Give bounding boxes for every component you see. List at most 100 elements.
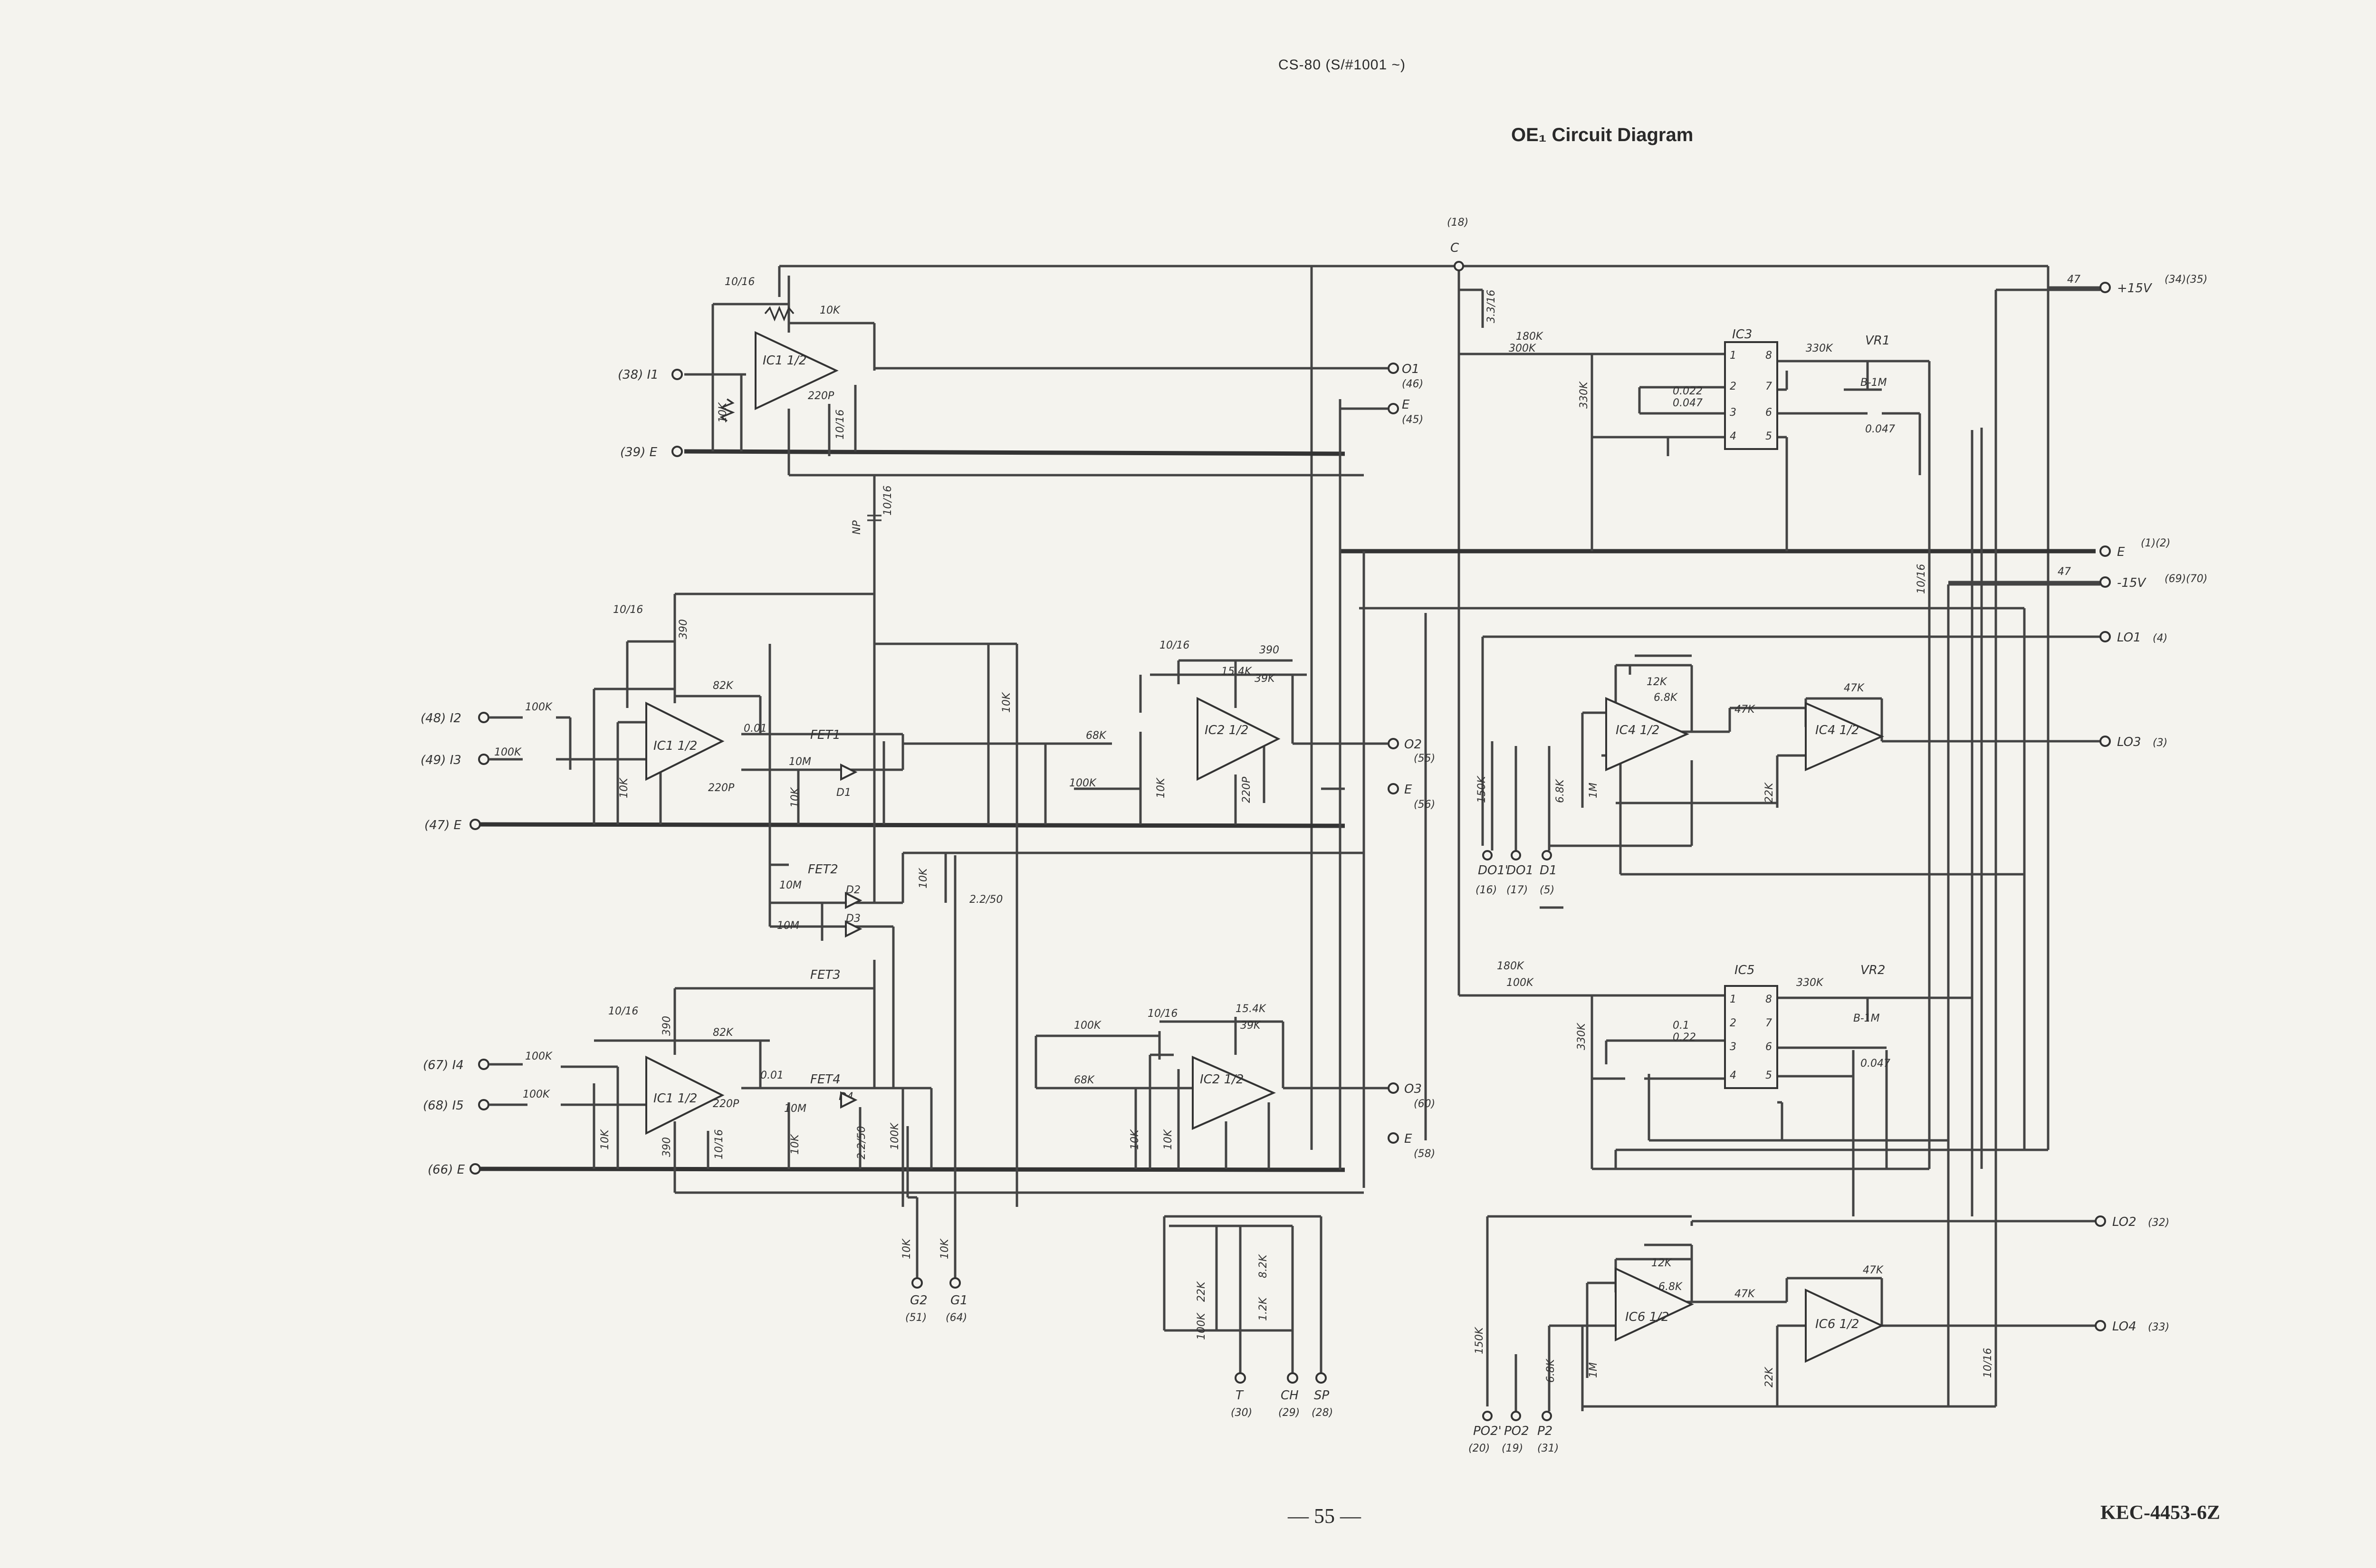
- svg-text:390: 390: [1259, 644, 1279, 656]
- svg-text:10K: 10K: [939, 1238, 951, 1259]
- stage-ic2-low: IC2 1/2 100K 68K 15.4K 39K 10/16 10K 10K…: [1035, 1003, 1388, 1378]
- diode-d3: [845, 920, 862, 938]
- ic2-opamp-low: [1192, 1055, 1276, 1130]
- stage-ic1-top: IC1 1/2 10K 10K 10/16 220P 10/16 NP 10/1…: [684, 276, 1388, 644]
- terminal-do1: DO1: [1506, 863, 1533, 878]
- svg-text:10K: 10K: [789, 787, 801, 808]
- terminal-p2: P2: [1537, 1424, 1552, 1438]
- svg-text:1: 1: [1730, 350, 1736, 362]
- svg-text:(30): (30): [1231, 1407, 1252, 1419]
- output-e56: E: [1404, 783, 1412, 797]
- ic6-block: IC6 1/2 IC6 1/2 12K 6.8K 47K 47K 22K 6.8…: [1468, 1215, 2096, 1454]
- svg-text:180K: 180K: [1497, 960, 1524, 972]
- svg-text:5: 5: [1765, 430, 1772, 442]
- svg-text:(1)(2): (1)(2): [2141, 537, 2170, 549]
- diagram-title: OE₁ Circuit Diagram: [1511, 124, 1694, 145]
- input-i5: (68) I5: [423, 1099, 464, 1113]
- svg-text:390: 390: [678, 619, 690, 639]
- ic3-chip: [1724, 341, 1778, 450]
- ic6-opamp-b: [1805, 1288, 1884, 1363]
- svg-text:(17): (17): [1506, 884, 1528, 896]
- svg-text:100K: 100K: [1069, 777, 1097, 789]
- svg-text:150K: 150K: [1476, 775, 1488, 803]
- svg-text:(5): (5): [1540, 884, 1554, 896]
- fet4-label: FET4: [810, 1072, 841, 1087]
- svg-text:10K: 10K: [1001, 692, 1013, 713]
- svg-text:(29): (29): [1278, 1407, 1300, 1419]
- svg-text:IC6 1/2: IC6 1/2: [1625, 1310, 1669, 1324]
- vertical-bus-lines: [1614, 428, 2048, 1216]
- svg-text:10/16: 10/16: [608, 1005, 638, 1017]
- svg-text:100K: 100K: [1196, 1312, 1207, 1340]
- svg-text:0.047: 0.047: [1865, 423, 1895, 435]
- terminal-g1: G1: [950, 1293, 968, 1308]
- svg-text:IC2 1/2: IC2 1/2: [1200, 1072, 1244, 1087]
- svg-text:12K: 12K: [1651, 1257, 1672, 1269]
- svg-text:4: 4: [1730, 1070, 1736, 1081]
- svg-text:82K: 82K: [713, 1027, 734, 1039]
- ic5-chip: [1724, 985, 1778, 1089]
- ic4-block: IC4 1/2 IC4 1/2 12K 6.8K 47K 47K 22K 6.8…: [1476, 654, 2100, 876]
- svg-text:(55): (55): [1414, 753, 1435, 765]
- fet3-label: FET3: [810, 968, 841, 982]
- svg-text:6: 6: [1765, 1041, 1772, 1053]
- ic6-opamp-a: [1615, 1267, 1694, 1342]
- svg-text:10/16: 10/16: [713, 1129, 725, 1159]
- svg-text:6.8K: 6.8K: [1654, 692, 1678, 704]
- terminal-po2: PO2: [1504, 1424, 1529, 1438]
- input-e66: (66) E: [428, 1163, 465, 1177]
- svg-text:3.3/16: 3.3/16: [1485, 290, 1497, 323]
- output-terminals: O1 (46) E (45) O2 (55) E (56) O3 (60) E …: [1388, 362, 1435, 1160]
- ic1-opamp-mid: [645, 701, 725, 781]
- terminal-c: C: [1450, 241, 1459, 255]
- bottom-terminal-group: G2 (51) G1 (64) 10K 10K T (30) CH (29) S…: [901, 1238, 1333, 1419]
- terminal-g2: G2: [910, 1293, 928, 1308]
- svg-text:(69)(70): (69)(70): [2165, 573, 2207, 585]
- svg-text:15.4K: 15.4K: [1236, 1003, 1266, 1015]
- svg-text:220P: 220P: [808, 390, 834, 402]
- diode-d1: [840, 763, 858, 781]
- svg-text:330K: 330K: [1576, 1023, 1588, 1050]
- document-code: KEC-4453-6Z: [2100, 1502, 2220, 1524]
- svg-text:22K: 22K: [1763, 1367, 1775, 1387]
- svg-text:10K: 10K: [820, 305, 841, 316]
- svg-text:47K: 47K: [1734, 1288, 1755, 1300]
- svg-text:47K: 47K: [1863, 1264, 1884, 1276]
- input-terminals: (38) I1 (39) E (48) I2 (49) I3 (47) E (6…: [421, 368, 683, 1177]
- svg-text:390: 390: [661, 1016, 673, 1036]
- svg-text:330K: 330K: [1578, 381, 1590, 409]
- output-o2: O2: [1404, 737, 1422, 752]
- svg-text:(4): (4): [2153, 632, 2167, 644]
- output-o3: O3: [1404, 1082, 1422, 1096]
- svg-text:0.22: 0.22: [1673, 1032, 1696, 1043]
- svg-text:1.2K: 1.2K: [1257, 1297, 1269, 1321]
- svg-text:(51): (51): [905, 1312, 927, 1324]
- svg-text:47: 47: [2058, 566, 2071, 578]
- svg-text:6.8K: 6.8K: [1554, 779, 1566, 803]
- svg-text:10/16: 10/16: [882, 486, 894, 516]
- svg-text:68K: 68K: [1086, 730, 1107, 742]
- terminal-lo3: LO3: [2117, 735, 2141, 749]
- svg-text:(58): (58): [1414, 1148, 1435, 1160]
- stage-ic1-low: IC1 1/2 100K 100K 82K 390 10/16 0.01 220…: [489, 855, 957, 1250]
- svg-text:100K: 100K: [494, 746, 522, 758]
- svg-text:300K: 300K: [1509, 343, 1536, 354]
- svg-text:4: 4: [1730, 430, 1736, 442]
- svg-text:330K: 330K: [1796, 977, 1824, 989]
- input-i2: (48) I2: [421, 711, 461, 726]
- svg-text:330K: 330K: [1806, 343, 1833, 354]
- svg-text:10K: 10K: [618, 777, 630, 798]
- svg-text:100K: 100K: [889, 1122, 901, 1150]
- svg-text:0.01: 0.01: [744, 723, 767, 735]
- terminal-lo4: LO4: [2112, 1319, 2136, 1334]
- svg-text:8: 8: [1765, 994, 1772, 1005]
- svg-text:(34)(35): (34)(35): [2165, 274, 2207, 286]
- ic1-opamp-top: [755, 331, 839, 411]
- stage-ic2-mid: IC2 1/2 68K 100K 390 39K 15.4K 10/16 10K…: [1044, 640, 1388, 824]
- diode-d2: [845, 891, 862, 909]
- svg-text:B-1M: B-1M: [1853, 1013, 1880, 1024]
- terminal-plus15v: +15V: [2117, 281, 2153, 296]
- svg-text:(64): (64): [946, 1312, 967, 1324]
- terminal-do1p: DO1': [1478, 863, 1508, 878]
- svg-text:10M: 10M: [784, 1103, 806, 1115]
